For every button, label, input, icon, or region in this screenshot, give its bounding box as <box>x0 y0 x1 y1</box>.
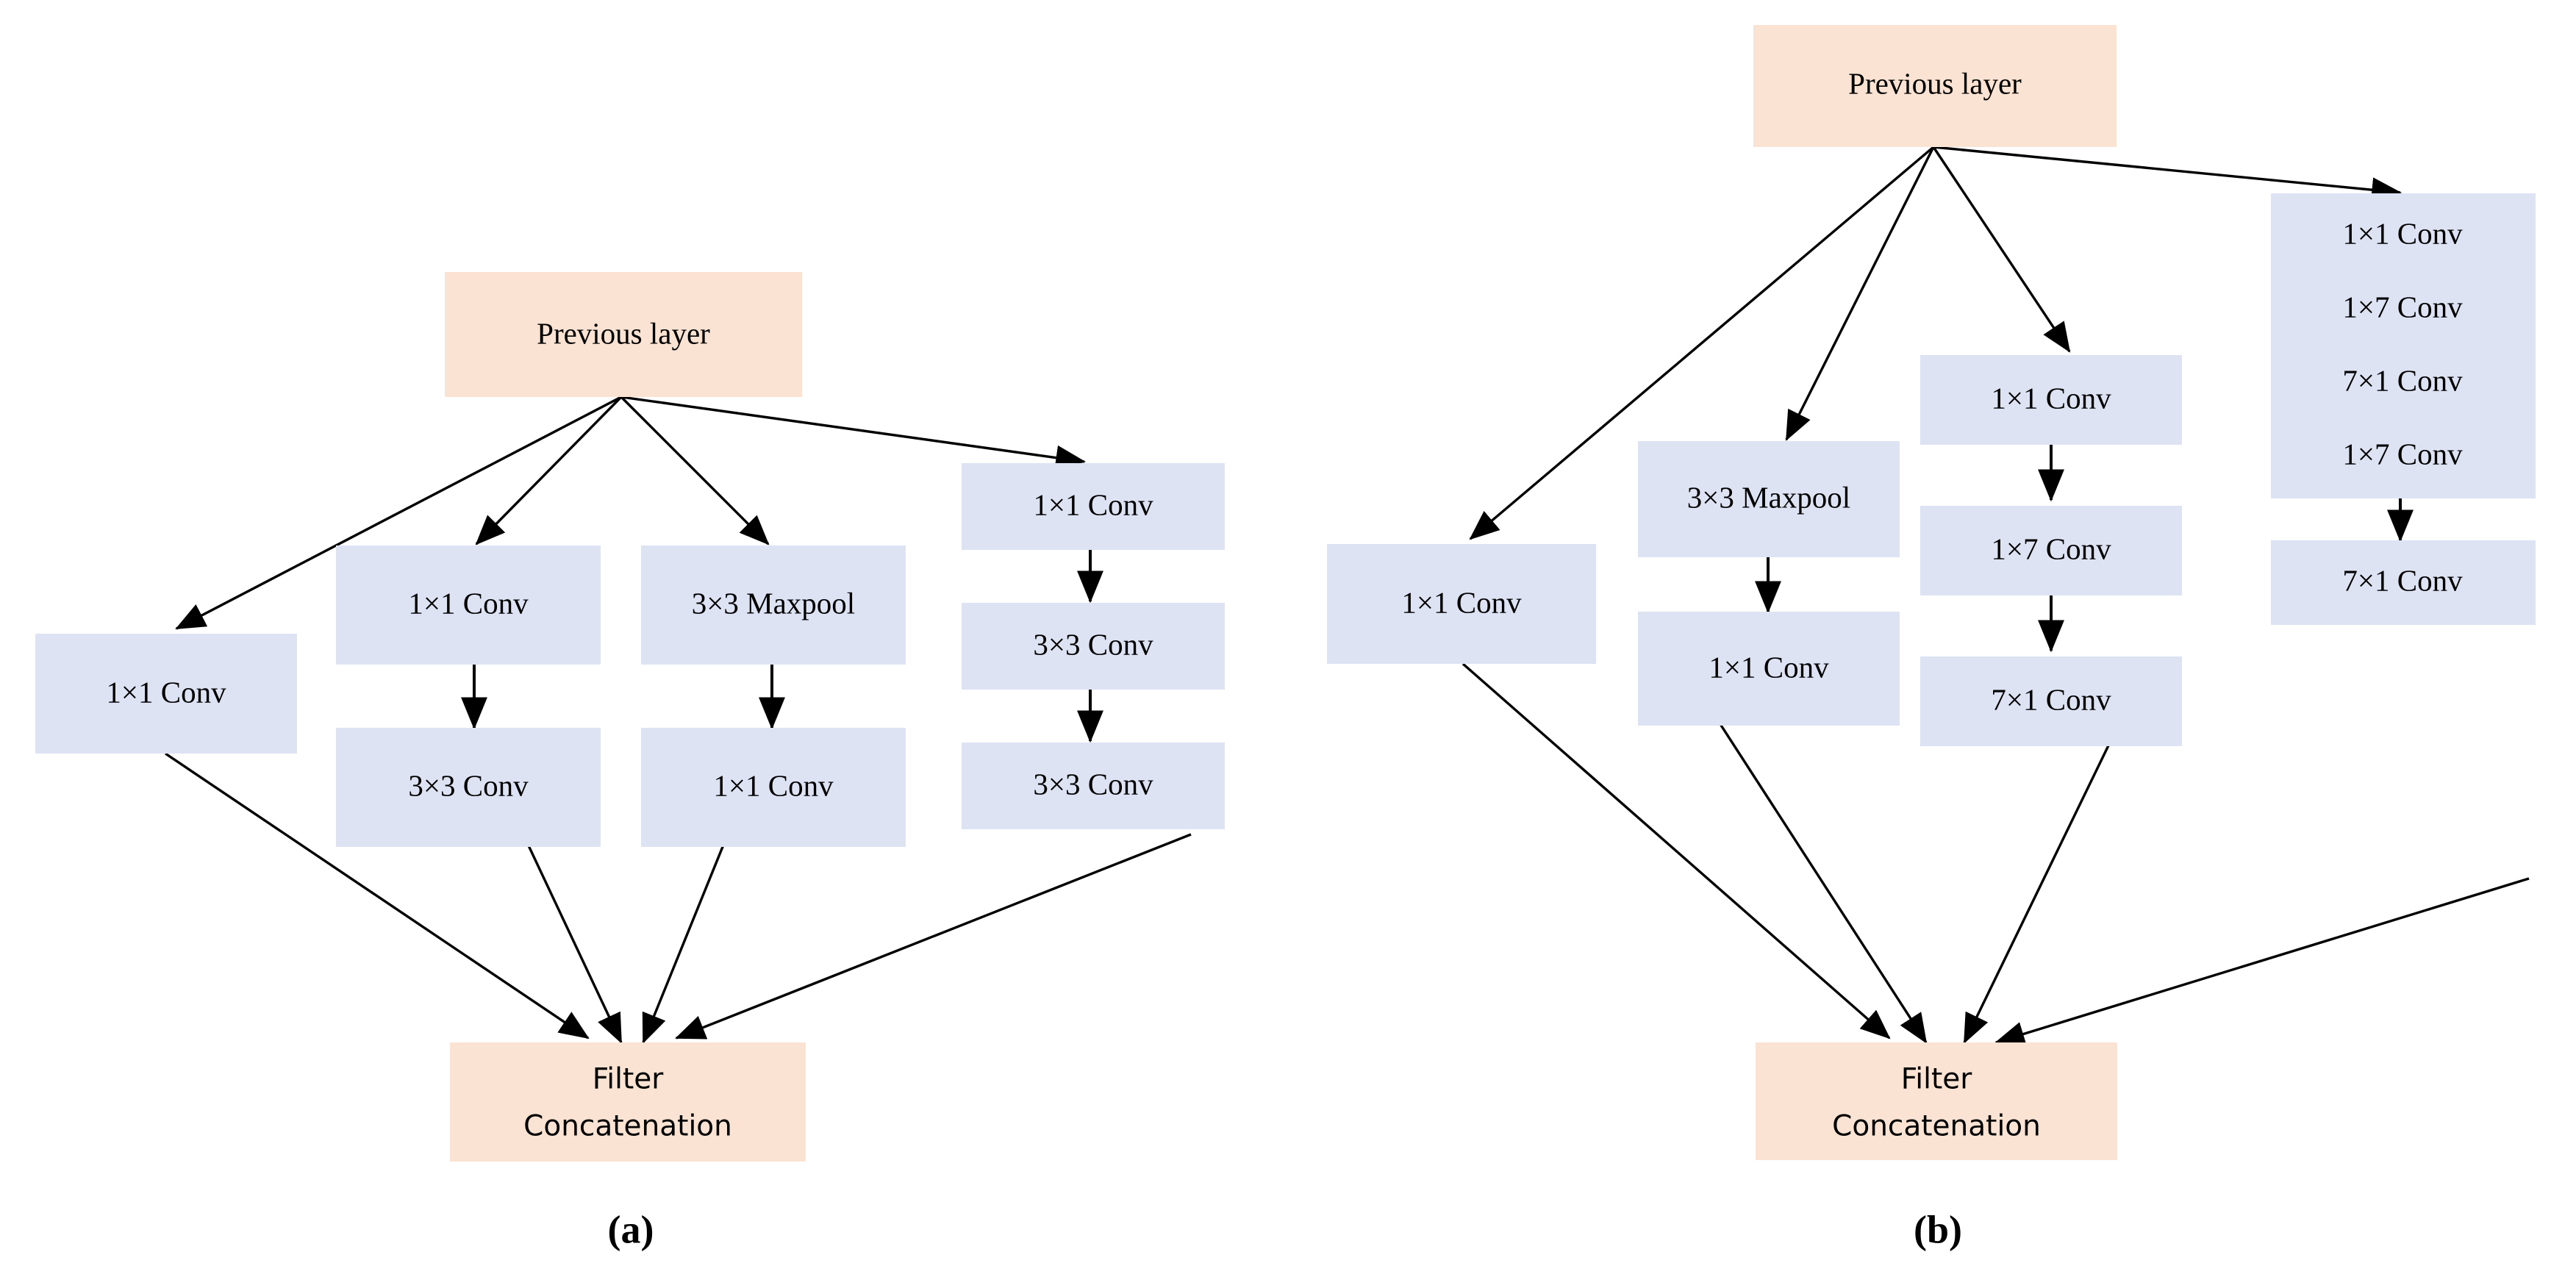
node-a-previous-layer-rect <box>445 272 802 397</box>
node-a-b2-n1[interactable]: 1×1 Conv <box>336 545 601 665</box>
node-a-b1-n1-rect <box>35 634 297 754</box>
edge-b-b1-to-concat <box>1461 662 1891 1040</box>
edge-prev-to-b-b1 <box>1469 146 1935 540</box>
node-b-b4-n5[interactable]: 7×1 Conv <box>2271 540 2536 625</box>
node-a-b3-n1-label: 3×3 Maxpool <box>692 586 855 620</box>
node-b-b4-n4-rect <box>2271 414 2536 498</box>
node-a-filter-concatenation-label-line1: Filter <box>593 1063 665 1096</box>
node-b-b2-n1-rect <box>1638 441 1900 557</box>
node-a-b2-n2-rect <box>336 728 601 847</box>
node-a-b2-n2[interactable]: 3×3 Conv <box>336 728 601 847</box>
node-b-b3-n3[interactable]: 7×1 Conv <box>1920 656 2182 746</box>
panel-a-fanout-edges <box>175 396 1087 630</box>
node-b-b4-n1-rect <box>2271 193 2536 278</box>
node-a-filter-concatenation-label-line2: Concatenation <box>523 1110 732 1143</box>
node-b-b3-n1-label: 1×1 Conv <box>1991 381 2111 415</box>
edge-prev-to-a-b1 <box>175 396 622 630</box>
edge-a-b1-to-concat <box>165 752 590 1040</box>
node-b-b4-n2-rect <box>2271 267 2536 351</box>
panel-b-fanin-edges <box>1461 662 2530 1046</box>
panel-b: Previous layer 1×1 Conv 3×3 Maxpool 1×1 … <box>1327 25 2536 1251</box>
edge-b-b2-to-concat <box>1719 723 1928 1044</box>
panel-a-chain-edges <box>461 548 1103 743</box>
node-b-filter-concatenation-label-line1: Filter <box>1901 1063 1973 1096</box>
node-a-b4-n1-rect <box>962 463 1225 550</box>
node-b-filter-concatenation[interactable]: Filter Concatenation <box>1756 1042 2117 1160</box>
node-a-b2-n1-label: 1×1 Conv <box>408 586 529 620</box>
node-b-b2-n1[interactable]: 3×3 Maxpool <box>1638 441 1900 557</box>
edge-prev-to-b-b2 <box>1785 146 1935 441</box>
edge-b-b4-to-concat <box>1994 877 2530 1046</box>
edge-prev-to-a-b2 <box>475 396 623 545</box>
node-a-b3-n2[interactable]: 1×1 Conv <box>641 728 906 847</box>
node-a-b1-n1-label: 1×1 Conv <box>106 675 226 709</box>
node-b-b3-n1[interactable]: 1×1 Conv <box>1920 355 2182 445</box>
node-b-b3-n1-rect <box>1920 355 2182 445</box>
edge-a-b2-to-concat <box>513 815 623 1044</box>
node-a-b4-n3-label: 3×3 Conv <box>1033 767 1153 801</box>
node-a-b4-n3[interactable]: 3×3 Conv <box>962 743 1225 829</box>
node-b-b3-n2[interactable]: 1×7 Conv <box>1920 506 2182 595</box>
node-a-b3-n2-rect <box>641 728 906 847</box>
node-b-b4-n1[interactable]: 1×1 Conv <box>2271 193 2536 278</box>
node-a-filter-concatenation[interactable]: Filter Concatenation <box>450 1042 806 1162</box>
node-a-previous-layer[interactable]: Previous layer <box>445 272 802 397</box>
edge-b-b3-to-concat <box>1963 742 2111 1044</box>
node-b-b1-n1-rect <box>1327 544 1596 664</box>
node-a-b4-n1-label: 1×1 Conv <box>1033 487 1153 521</box>
node-a-b4-n2-label: 3×3 Conv <box>1033 627 1153 661</box>
node-b-previous-layer-rect <box>1753 25 2117 147</box>
edge-prev-to-b-b4 <box>1933 146 2403 203</box>
node-b-b3-n2-rect <box>1920 506 2182 595</box>
node-a-b3-n2-label: 1×1 Conv <box>713 768 834 802</box>
node-b-filter-concatenation-rect <box>1756 1042 2117 1160</box>
node-a-b4-n2[interactable]: 3×3 Conv <box>962 603 1225 690</box>
node-b-b4-n3[interactable]: 7×1 Conv <box>2271 340 2536 425</box>
node-b-b4-n5-label: 7×1 Conv <box>2342 563 2463 597</box>
node-b-b3-n2-label: 1×7 Conv <box>1991 532 2111 565</box>
node-b-filter-concatenation-label-line2: Concatenation <box>1832 1110 2041 1143</box>
panel-a: Previous layer 1×1 Conv 1×1 Conv 3×3 Con… <box>35 272 1225 1251</box>
node-b-b2-n2[interactable]: 1×1 Conv <box>1638 612 1900 726</box>
node-b-b2-n1-label: 3×3 Maxpool <box>1687 480 1850 514</box>
panel-a-caption: (a) <box>608 1207 654 1251</box>
node-b-previous-layer[interactable]: Previous layer <box>1753 25 2117 147</box>
panel-b-caption: (b) <box>1914 1207 1962 1251</box>
node-b-b4-n3-label: 7×1 Conv <box>2342 363 2463 397</box>
node-b-b4-n2-label: 1×7 Conv <box>2342 290 2463 323</box>
node-a-b4-n1[interactable]: 1×1 Conv <box>962 463 1225 550</box>
node-a-previous-layer-label: Previous layer <box>537 316 710 350</box>
node-b-b3-n3-label: 7×1 Conv <box>1991 682 2111 716</box>
panel-a-fanin-edges <box>165 752 1192 1044</box>
node-b-b4-n1-label: 1×1 Conv <box>2342 216 2463 250</box>
node-b-b2-n2-rect <box>1638 612 1900 726</box>
node-b-b4-n2[interactable]: 1×7 Conv <box>2271 267 2536 351</box>
node-b-b4-n4[interactable]: 1×7 Conv <box>2271 414 2536 498</box>
node-b-b4-n3-rect <box>2271 340 2536 425</box>
node-b-b4-n5-rect <box>2271 540 2536 625</box>
node-b-b3-n3-rect <box>1920 656 2182 746</box>
node-a-b3-n1-rect <box>641 545 906 665</box>
node-a-filter-concatenation-rect <box>450 1042 806 1162</box>
node-a-b2-n2-label: 3×3 Conv <box>408 768 529 802</box>
node-b-b1-n1[interactable]: 1×1 Conv <box>1327 544 1596 664</box>
node-a-b4-n2-rect <box>962 603 1225 690</box>
edge-a-b3-to-concat <box>642 815 737 1044</box>
edge-prev-to-a-b3 <box>620 396 770 545</box>
node-b-b4-n4-label: 1×7 Conv <box>2342 437 2463 471</box>
node-b-b1-n1-label: 1×1 Conv <box>1401 585 1522 619</box>
panel-b-fanout-edges <box>1469 146 2403 540</box>
edge-a-b4-to-concat <box>675 833 1192 1040</box>
node-a-b3-n1[interactable]: 3×3 Maxpool <box>641 545 906 665</box>
node-a-b2-n1-rect <box>336 545 601 665</box>
edge-prev-to-b-b3 <box>1932 146 2071 353</box>
edge-prev-to-a-b4 <box>620 396 1087 471</box>
node-b-b2-n2-label: 1×1 Conv <box>1709 650 1829 684</box>
node-a-b4-n3-rect <box>962 743 1225 829</box>
node-b-previous-layer-label: Previous layer <box>1848 66 2022 100</box>
node-a-b1-n1[interactable]: 1×1 Conv <box>35 634 297 754</box>
